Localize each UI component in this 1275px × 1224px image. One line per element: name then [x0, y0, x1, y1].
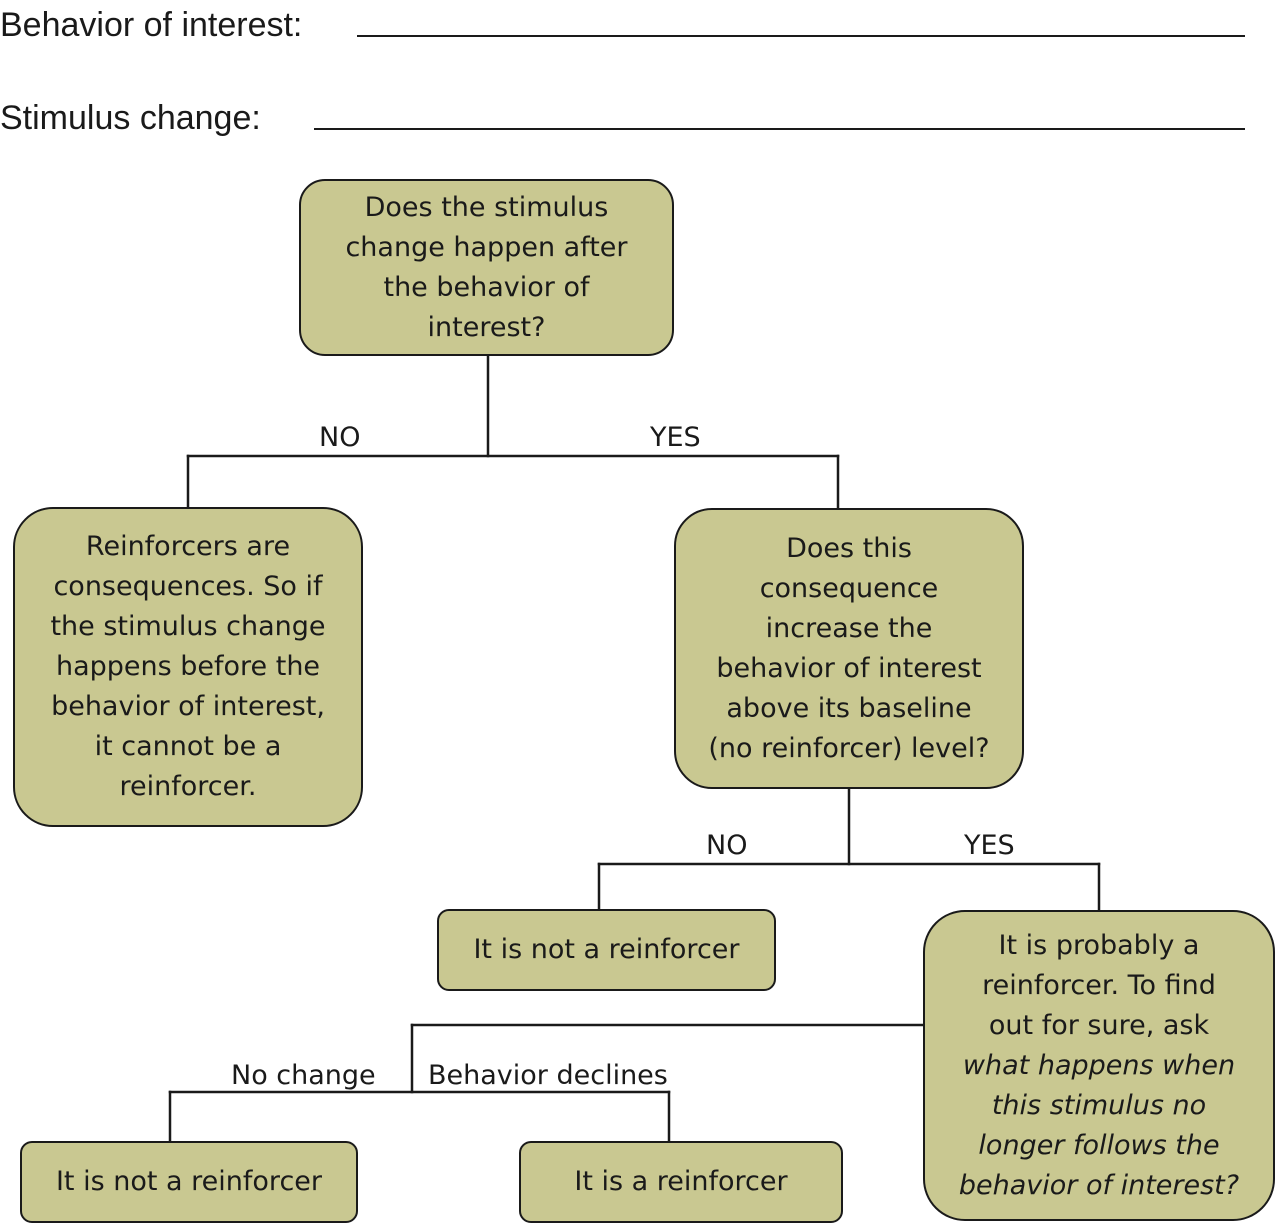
final-not-reinforcer-text: It is not a reinforcer	[55, 1166, 323, 1197]
not-reinforcer-text: It is not a reinforcer	[473, 934, 740, 965]
question-after-behavior-box: Does the stimulus change happen after th…	[299, 179, 674, 356]
not-consequence-text-line: consequences. So if	[53, 571, 323, 602]
q2-text-line: above its baseline	[726, 692, 972, 724]
question-increase-behavior-box: Does this consequence increase the behav…	[674, 508, 1024, 789]
not-consequence-text-line: the stimulus change	[50, 611, 326, 642]
q2-no-label: NO	[706, 830, 748, 861]
probably-text-line: out for sure, ask	[988, 1009, 1210, 1041]
probably-text-line: reinforcer. To find	[982, 969, 1216, 1001]
q1-yes-label: YES	[650, 422, 701, 453]
q2-text-line: increase the	[765, 612, 933, 644]
q2-text-line: (no reinforcer) level?	[708, 732, 990, 764]
behavior-declines-label: Behavior declines	[428, 1060, 668, 1091]
stimulus-change-label: Stimulus change:	[0, 99, 261, 137]
q1-text-line: Does the stimulus	[364, 191, 609, 223]
behavior-of-interest-blank[interactable]	[357, 35, 1245, 37]
not-consequence-text-line: Reinforcers are	[85, 531, 291, 562]
q2-text-line: Does this	[786, 532, 912, 564]
probably-question-line: longer follows the	[978, 1129, 1220, 1161]
probably-question-line: this stimulus no	[991, 1089, 1207, 1121]
q1-no-label: NO	[319, 422, 361, 453]
stimulus-change-blank[interactable]	[314, 128, 1245, 130]
not-consequence-box: Reinforcers are consequences. So if the …	[13, 507, 363, 827]
is-reinforcer-box: It is a reinforcer	[519, 1141, 843, 1223]
not-consequence-text-line: reinforcer.	[119, 771, 257, 802]
q1-text-line: change happen after	[345, 231, 628, 263]
q1-text-line: interest?	[427, 311, 546, 343]
q2-text-line: behavior of interest	[716, 652, 982, 684]
probably-question-line: behavior of interest?	[958, 1169, 1240, 1201]
not-consequence-text-line: happens before the	[55, 651, 321, 682]
q1-text-line: the behavior of	[383, 271, 590, 303]
probably-text-line: It is probably a	[998, 929, 1200, 961]
probably-reinforcer-box: It is probably a reinforcer. To find out…	[923, 910, 1275, 1221]
not-consequence-text-line: it cannot be a	[94, 731, 282, 762]
probably-question-line: what happens when	[962, 1049, 1236, 1081]
q2-yes-label: YES	[964, 830, 1015, 861]
final-not-reinforcer-box: It is not a reinforcer	[20, 1141, 358, 1223]
q2-text-line: consequence	[759, 572, 939, 604]
no-change-label: No change	[231, 1060, 376, 1091]
is-reinforcer-text: It is a reinforcer	[574, 1166, 788, 1197]
not-reinforcer-box: It is not a reinforcer	[437, 909, 776, 991]
not-consequence-text-line: behavior of interest,	[51, 691, 325, 722]
behavior-of-interest-label: Behavior of interest:	[0, 6, 303, 44]
